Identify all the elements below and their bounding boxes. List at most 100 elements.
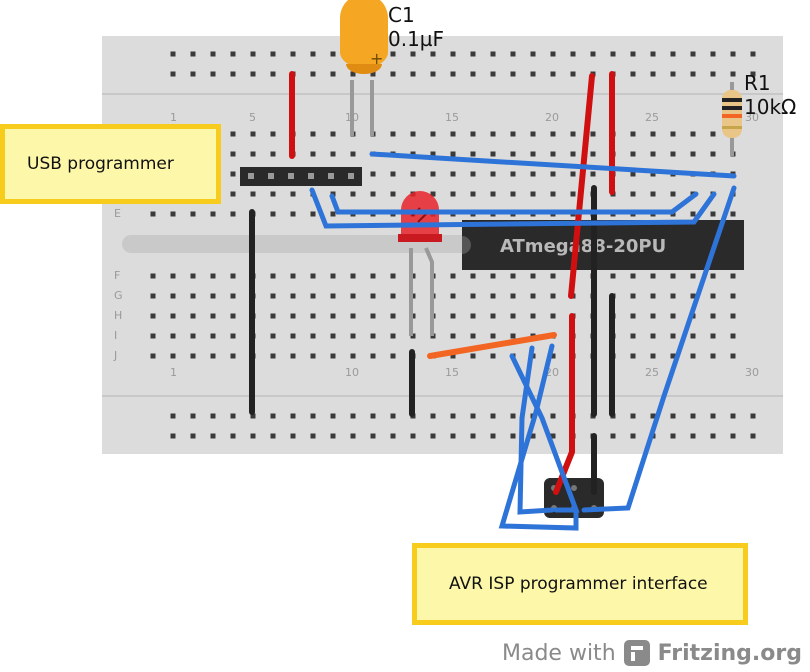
row-label: F [114,269,120,282]
breadboard-hole [750,51,756,57]
breadboard-hole [610,51,616,57]
breadboard-hole [310,313,316,319]
breadboard-hole [330,131,336,137]
breadboard-hole [570,131,576,137]
breadboard-hole [210,51,216,57]
breadboard-hole [150,333,156,339]
breadboard-hole [370,433,376,439]
breadboard-hole [670,293,676,299]
red-wire [568,73,595,299]
breadboard-hole [270,71,276,77]
breadboard-hole [450,413,456,419]
breadboard-hole [470,171,476,177]
breadboard-hole [170,413,176,419]
breadboard-hole [510,293,516,299]
breadboard-hole [630,413,636,419]
breadboard-hole [510,51,516,57]
breadboard-hole [310,211,316,217]
breadboard-hole [470,131,476,137]
breadboard-hole [330,151,336,157]
breadboard-hole [450,293,456,299]
breadboard-hole [390,71,396,77]
col-label-bottom: 1 [170,366,177,379]
breadboard-hole [290,273,296,279]
breadboard-hole [550,131,556,137]
breadboard-hole [530,51,536,57]
breadboard-hole [490,131,496,137]
breadboard-hole [630,353,636,359]
breadboard-hole [450,51,456,57]
breadboard-hole [430,171,436,177]
breadboard-hole [430,51,436,57]
breadboard-hole [190,353,196,359]
breadboard-hole [310,333,316,339]
breadboard-hole [210,71,216,77]
breadboard-hole [490,333,496,339]
breadboard-hole [190,433,196,439]
breadboard-hole [490,171,496,177]
breadboard-hole [710,333,716,339]
breadboard-hole [230,211,236,217]
breadboard-hole [350,293,356,299]
breadboard-hole [210,333,216,339]
breadboard-hole [690,353,696,359]
breadboard-hole [230,433,236,439]
breadboard-hole [230,333,236,339]
breadboard-hole [470,51,476,57]
breadboard-hole [390,433,396,439]
breadboard-hole [730,71,736,77]
breadboard-hole [510,171,516,177]
breadboard-hole [470,333,476,339]
breadboard-hole [370,333,376,339]
breadboard-hole [550,151,556,157]
breadboard-hole [350,333,356,339]
col-label-top: 30 [745,111,759,124]
breadboard-hole [270,313,276,319]
breadboard-hole [510,413,516,419]
breadboard-hole [410,51,416,57]
breadboard-hole [190,51,196,57]
breadboard-hole [350,273,356,279]
breadboard-hole [610,273,616,279]
breadboard-hole [150,293,156,299]
breadboard-hole [170,433,176,439]
breadboard-hole [650,333,656,339]
breadboard-hole [250,71,256,77]
breadboard-hole [650,191,656,197]
breadboard-hole [330,433,336,439]
breadboard-hole [170,313,176,319]
row-label: G [114,289,123,302]
breadboard-hole [250,151,256,157]
breadboard-hole [350,191,356,197]
breadboard-hole [610,433,616,439]
breadboard-hole [430,413,436,419]
breadboard-hole [590,151,596,157]
breadboard-hole [630,191,636,197]
breadboard-hole [710,211,716,217]
breadboard-hole [330,51,336,57]
breadboard-hole [670,191,676,197]
breadboard-hole [230,151,236,157]
orange-wire [427,332,557,359]
breadboard-hole [510,191,516,197]
breadboard-hole [350,353,356,359]
breadboard-hole [550,433,556,439]
breadboard-hole [750,71,756,77]
breadboard-hole [710,273,716,279]
breadboard-hole [230,191,236,197]
breadboard-hole [170,51,176,57]
breadboard-hole [330,333,336,339]
capacitor-name: C1 [388,3,415,27]
breadboard-hole [530,293,536,299]
breadboard-hole [250,51,256,57]
breadboard-hole [190,211,196,217]
usb-note-text: USB programmer [27,154,174,174]
breadboard-hole [170,293,176,299]
breadboard-hole [330,413,336,419]
breadboard-hole [270,353,276,359]
col-label-bottom: 25 [645,366,659,379]
breadboard-hole [170,211,176,217]
breadboard-hole [290,333,296,339]
breadboard-hole [490,293,496,299]
breadboard-hole [270,51,276,57]
